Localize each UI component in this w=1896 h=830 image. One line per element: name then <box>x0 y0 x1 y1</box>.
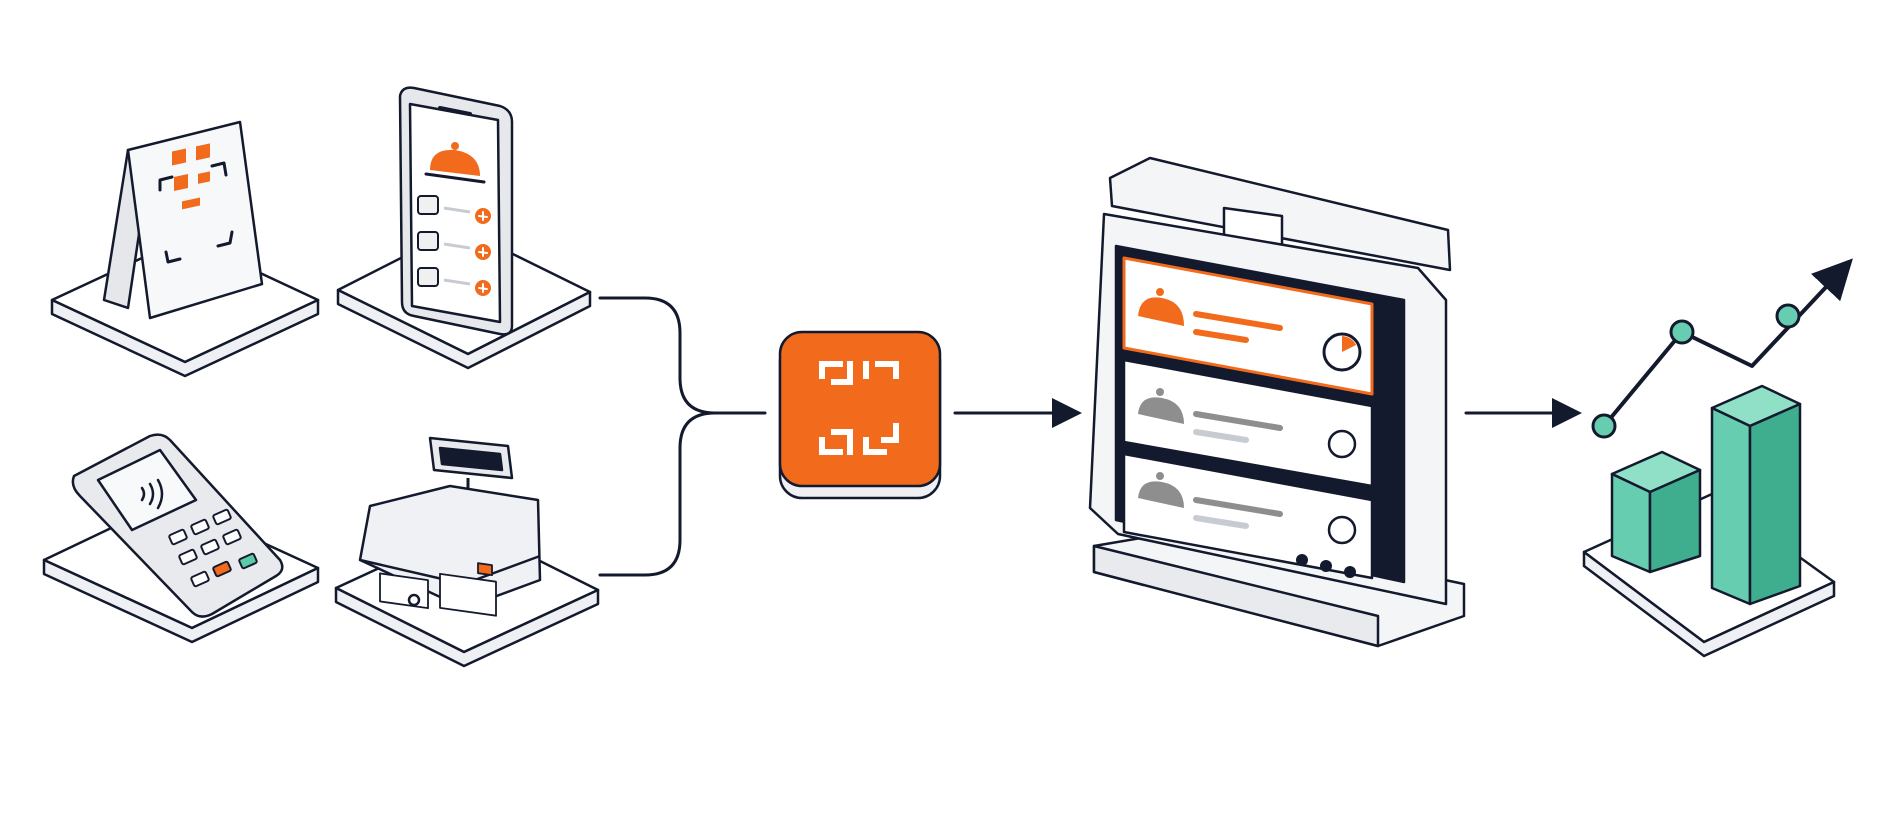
qr-table-tent-node <box>50 120 320 378</box>
tent-card <box>126 120 264 320</box>
qr-code-icon <box>158 161 234 264</box>
central-hub-node <box>778 330 942 500</box>
connectors <box>598 296 1582 577</box>
bar-tall <box>1710 384 1802 606</box>
scan-frame-icon <box>819 361 899 455</box>
cloche-icon <box>1138 288 1184 326</box>
cloche-icon <box>1138 472 1184 508</box>
ticket-active <box>1122 256 1374 396</box>
display-hood <box>1108 156 1452 272</box>
connector-register-to-hub <box>598 411 717 577</box>
platform-side <box>334 586 600 668</box>
timer-icon <box>1327 429 1357 459</box>
register-keypad <box>379 562 497 617</box>
connector-mobile-to-hub <box>598 296 767 415</box>
display-buttons <box>1296 554 1356 578</box>
card-payment-terminal-node <box>42 433 320 644</box>
bar-small <box>1610 450 1702 574</box>
trend-points <box>1591 303 1801 439</box>
platform-side <box>42 558 320 644</box>
cloche-icon <box>430 142 480 176</box>
timer-icon <box>1327 515 1357 545</box>
keypad <box>168 508 258 588</box>
platform-side <box>1582 550 1836 658</box>
analytics-node <box>1582 258 1853 658</box>
platform-side <box>50 298 320 378</box>
drawer-lock-icon <box>407 593 421 607</box>
contactless-icon <box>140 478 164 510</box>
cloche-icon <box>1138 388 1184 424</box>
mobile-ordering-node <box>336 86 592 370</box>
menu-list <box>417 195 491 296</box>
kitchen-display-node <box>1088 156 1466 648</box>
scan-hub-icon <box>778 330 942 488</box>
ticket-pending <box>1122 452 1374 580</box>
platform-side <box>336 288 592 370</box>
cash-register-node <box>334 436 600 668</box>
